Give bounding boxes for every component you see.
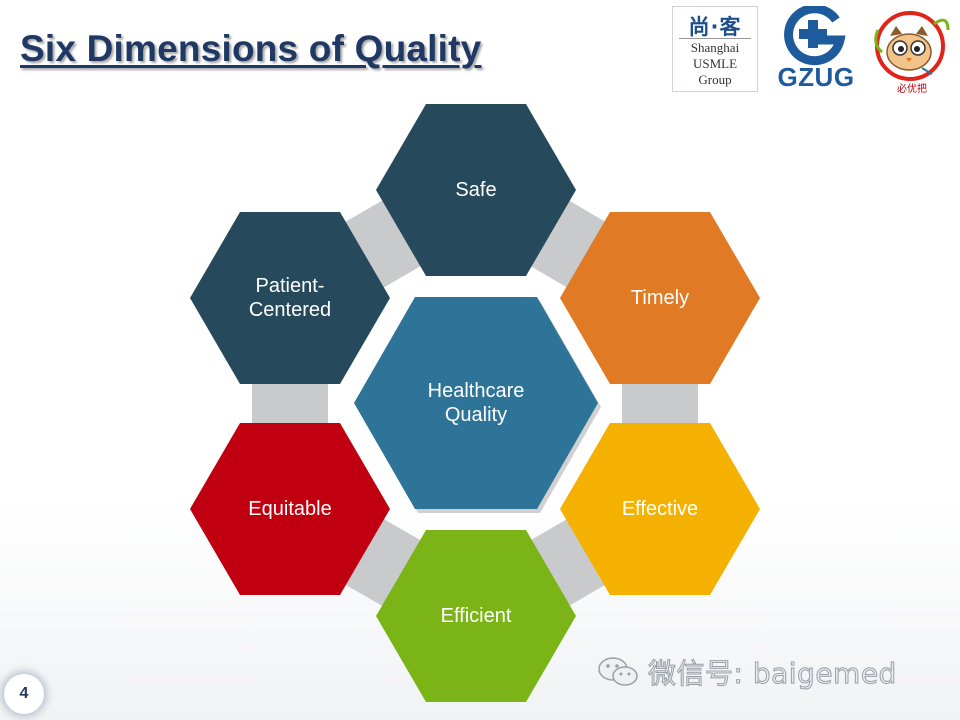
hexagon-label-effective: Effective — [621, 498, 699, 520]
slide-title: Six Dimensions of Quality — [20, 28, 482, 69]
gzug-logo: GZUG — [768, 4, 864, 94]
usmle-logo-line2: USMLE — [692, 56, 738, 71]
hexagon-label-timely: Timely — [630, 287, 690, 309]
page-number: 4 — [19, 685, 29, 702]
hexagon-efficient — [376, 530, 576, 702]
hexagon-group — [190, 104, 760, 702]
owl-logo: 必优把 — [872, 6, 952, 96]
hexagon-label-efficient: Efficient — [440, 605, 512, 627]
hexagon-healthcare-quality — [354, 297, 598, 509]
hexagon-label-safe: Safe — [455, 179, 497, 201]
wechat-icon — [598, 657, 638, 686]
owl-logo-text: 必优把 — [897, 82, 927, 95]
hexagon-patient-centered — [190, 212, 390, 384]
usmle-logo-line3: Group — [698, 72, 732, 87]
owl-mascot-icon: 必优把 — [874, 11, 950, 95]
hexagon-effective — [560, 423, 760, 595]
hexagon-timely — [560, 212, 760, 384]
gzug-logo-text: GZUG — [777, 62, 855, 92]
hexagon-equitable — [190, 423, 390, 595]
hexagon-label-patient-centered: Patient- Centered — [248, 275, 332, 321]
hexagon-label-equitable: Equitable — [248, 498, 332, 520]
gzug-emblem-icon — [784, 4, 846, 66]
hexagon-safe — [376, 104, 576, 276]
wechat-watermark: 微信号: baigemed — [596, 652, 897, 692]
usmle-logo-chinese: 尚·客 — [688, 15, 742, 39]
hexagon-label-healthcare-quality: Healthcare Quality — [427, 380, 525, 426]
wechat-id-text: 微信号: baigemed — [648, 657, 897, 691]
usmle-logo-line1: Shanghai — [690, 40, 740, 55]
shanghai-usmle-logo: 尚·客 Shanghai USMLE Group — [672, 6, 758, 92]
page-number-badge: 4 — [4, 674, 44, 714]
